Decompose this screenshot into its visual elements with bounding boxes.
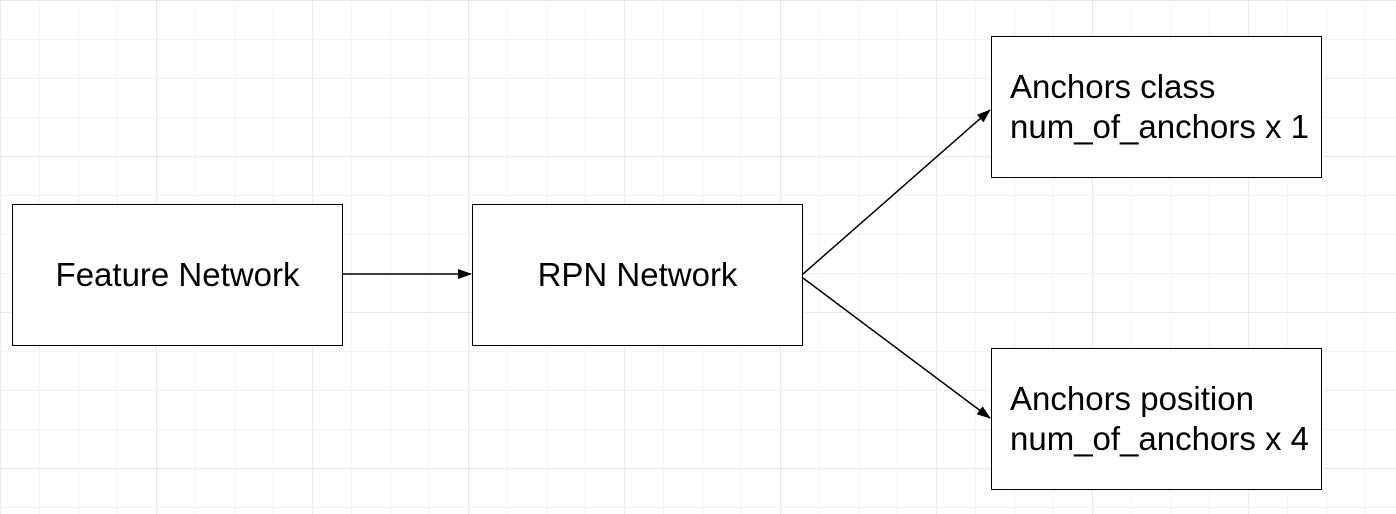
anchors-position-title: Anchors position xyxy=(1010,380,1254,417)
anchors-class-node[interactable]: Anchors class num_of_anchors x 1 xyxy=(991,36,1322,178)
feature-network-label: Feature Network xyxy=(55,256,300,293)
rpn-network-label: RPN Network xyxy=(537,256,738,293)
anchors-class-title: Anchors class xyxy=(1010,68,1216,105)
anchors-position-shape: num_of_anchors x 4 xyxy=(1010,420,1310,457)
anchors-class-shape: num_of_anchors x 1 xyxy=(1010,108,1310,145)
rpn-network-node[interactable]: RPN Network xyxy=(472,204,803,346)
anchors-position-node[interactable]: Anchors position num_of_anchors x 4 xyxy=(991,348,1322,490)
feature-network-node[interactable]: Feature Network xyxy=(12,204,343,346)
edge-rpn-to-anchors-position xyxy=(802,277,991,419)
edge-rpn-to-anchors-class xyxy=(802,109,991,275)
